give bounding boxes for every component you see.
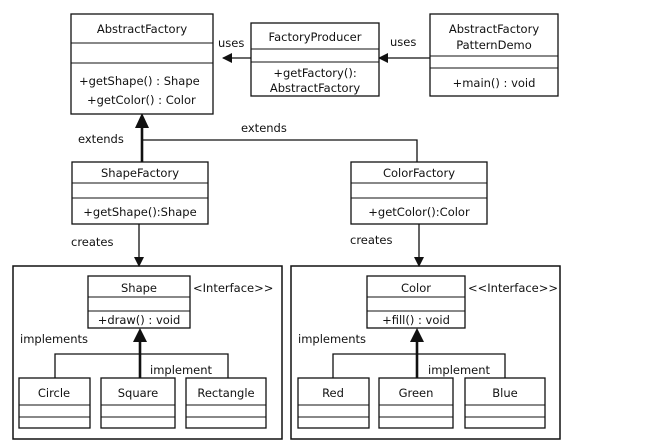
extends-connector bbox=[135, 113, 418, 162]
class-method: +getColor():Color bbox=[368, 205, 470, 219]
implement-label: implement bbox=[428, 363, 491, 377]
class-name: Square bbox=[118, 386, 159, 400]
red-class: Red bbox=[297, 377, 370, 429]
implements-label: implements bbox=[20, 332, 88, 346]
square-class: Square bbox=[100, 377, 176, 429]
class-name: Rectangle bbox=[197, 386, 254, 400]
color-interface-class: Color +fill() : void <<Interface>> bbox=[366, 275, 558, 329]
implements-connector-shape bbox=[54, 328, 229, 378]
class-method: +getShape():Shape bbox=[83, 205, 196, 219]
class-name: Green bbox=[399, 386, 434, 400]
class-name: Shape bbox=[121, 281, 157, 295]
green-class: Green bbox=[378, 377, 454, 429]
class-name: AbstractFactory bbox=[97, 22, 187, 36]
class-method: +main() : void bbox=[453, 76, 536, 90]
class-name: AbstractFactory bbox=[449, 22, 539, 36]
extends-label: extends bbox=[78, 132, 124, 146]
pattern-demo-class: AbstractFactory PatternDemo +main() : vo… bbox=[429, 13, 559, 97]
class-name: Red bbox=[322, 386, 344, 400]
interface-stereotype: <<Interface>> bbox=[468, 281, 558, 295]
class-name: FactoryProducer bbox=[269, 30, 362, 44]
implements-label: implements bbox=[298, 332, 366, 346]
shape-group-frame bbox=[12, 265, 283, 440]
class-method: +getFactory(): bbox=[273, 66, 356, 80]
color-group-frame bbox=[290, 265, 561, 440]
implement-label: implement bbox=[150, 363, 213, 377]
class-method: +getShape() : Shape bbox=[79, 74, 200, 88]
blue-class: Blue bbox=[464, 377, 546, 429]
uses-label: uses bbox=[390, 35, 416, 49]
circle-class: Circle bbox=[18, 377, 91, 429]
class-name: Color bbox=[401, 281, 431, 295]
class-name: PatternDemo bbox=[456, 38, 532, 52]
class-method: +draw() : void bbox=[98, 313, 181, 327]
rectangle-class: Rectangle bbox=[185, 377, 267, 429]
uses-label: uses bbox=[218, 36, 244, 50]
class-method: +fill() : void bbox=[382, 313, 450, 327]
color-factory-class: ColorFactory +getColor():Color bbox=[350, 161, 488, 225]
class-name: Blue bbox=[492, 386, 517, 400]
class-method: AbstractFactory bbox=[270, 81, 360, 95]
implements-connector-color bbox=[332, 328, 506, 378]
class-method: +getColor() : Color bbox=[87, 93, 196, 107]
abstract-factory-class: AbstractFactory +getShape() : Shape +get… bbox=[70, 13, 214, 115]
class-name: ShapeFactory bbox=[101, 166, 179, 180]
shape-factory-class: ShapeFactory +getShape():Shape bbox=[71, 161, 209, 225]
extends-label: extends bbox=[241, 121, 287, 135]
interface-stereotype: <Interface>> bbox=[193, 281, 273, 295]
class-name: ColorFactory bbox=[383, 166, 455, 180]
factory-producer-class: FactoryProducer +getFactory(): AbstractF… bbox=[250, 22, 380, 97]
creates-label: creates bbox=[71, 235, 114, 249]
class-name: Circle bbox=[38, 386, 70, 400]
creates-label: creates bbox=[350, 233, 393, 247]
shape-interface-class: Shape +draw() : void <Interface>> bbox=[87, 275, 273, 329]
